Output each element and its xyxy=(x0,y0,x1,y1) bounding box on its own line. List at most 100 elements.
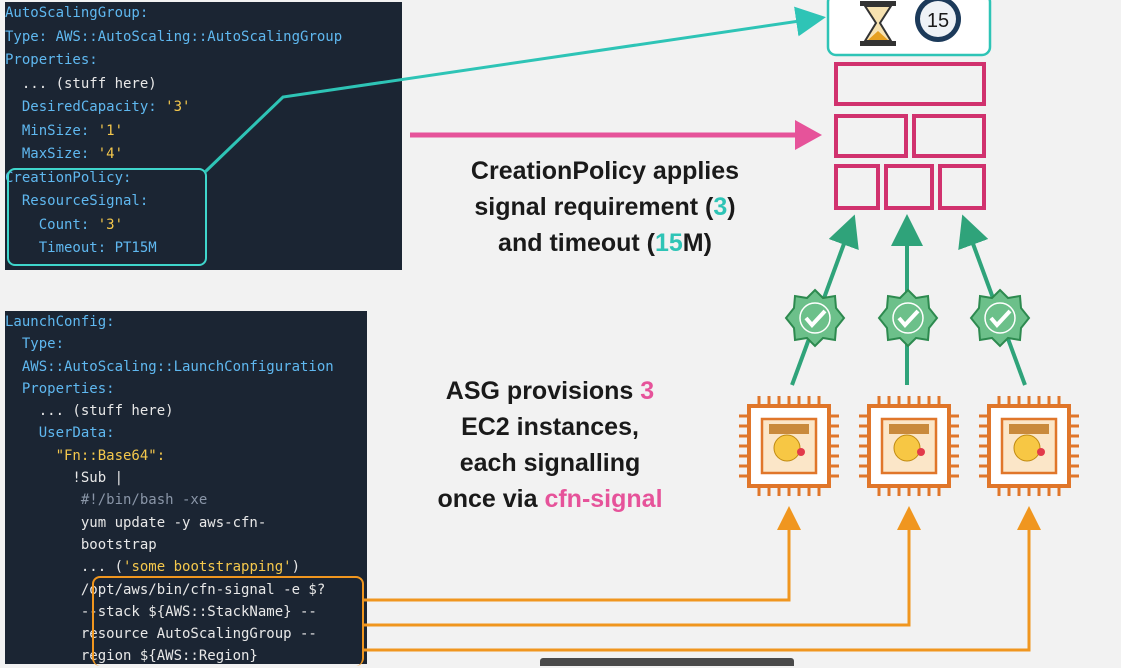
code-token: ... ( xyxy=(5,559,124,576)
code-token: AWS::AutoScaling::LaunchConfiguration xyxy=(5,358,334,375)
code-token: --stack ${AWS::StackName} -- xyxy=(5,603,317,620)
hourglass-icon xyxy=(860,1,896,46)
code-token: /opt/aws/bin/cfn-signal -e $? xyxy=(5,581,326,598)
code-token: "Fn::Base64": xyxy=(5,447,166,464)
asg-provision-caption: ASG provisions 3 EC2 instances, each sig… xyxy=(410,373,690,517)
caption1-line3-end: M) xyxy=(682,229,712,257)
code-token: resource AutoScalingGroup -- xyxy=(5,626,317,643)
code-line: LaunchConfig: xyxy=(5,311,367,333)
code-token: #!/bin/bash -xe xyxy=(5,492,208,509)
cfn-signal-highlight xyxy=(92,576,364,666)
creation-policy-highlight xyxy=(7,168,207,266)
code-line: Timeout: PT15M xyxy=(5,237,402,261)
caption1-line3: and timeout (15M) xyxy=(425,225,785,261)
code-token: Properties: xyxy=(5,52,98,68)
cfn-signal-term: cfn-signal xyxy=(544,485,663,513)
ec2-instance-icon xyxy=(859,396,959,496)
launch-config-code-block: LaunchConfig: Type: AWS::AutoScaling::La… xyxy=(5,311,367,664)
code-token: Count: xyxy=(5,216,98,233)
cfn-signal-arrow-3 xyxy=(362,506,1041,652)
caption2-line2: EC2 instances, xyxy=(461,413,639,441)
creation-policy-caption: CreationPolicy applies signal requiremen… xyxy=(425,153,785,261)
caption2-line3: each signalling xyxy=(459,449,641,477)
caption1-line1: CreationPolicy applies xyxy=(470,157,740,185)
code-token: UserData: xyxy=(5,425,115,442)
video-progress-bar[interactable] xyxy=(540,658,794,666)
code-line: "Fn::Base64": xyxy=(5,445,367,467)
code-line: MaxSize: '4' xyxy=(5,143,402,167)
code-line: /opt/aws/bin/cfn-signal -e $? xyxy=(5,579,367,601)
code-line: AWS::AutoScaling::LaunchConfiguration xyxy=(5,356,367,378)
code-line: Type: AWS::AutoScaling::AutoScalingGroup xyxy=(5,26,402,50)
code-line: ... (stuff here) xyxy=(5,73,402,97)
code-line: !Sub | xyxy=(5,467,367,489)
code-line: ... ('some bootstrapping') xyxy=(5,556,367,578)
code-line: #!/bin/bash -xe xyxy=(5,489,367,511)
code-token: bootstrap xyxy=(5,536,157,553)
instance-count-number: 3 xyxy=(640,377,655,405)
ec2-instance-icon xyxy=(739,396,839,496)
timer-label: 15 xyxy=(927,10,949,32)
code-line: CreationPolicy: xyxy=(5,167,402,191)
code-token: '1' xyxy=(97,122,124,139)
check-badge-icon xyxy=(877,288,939,348)
code-token: DesiredCapacity: xyxy=(5,99,166,115)
caption1-line3-text: and timeout ( xyxy=(498,229,655,257)
code-token: '3' xyxy=(97,216,124,233)
caption2-line4: once via cfn-signal xyxy=(410,481,690,517)
code-line: ... (stuff here) xyxy=(5,400,367,422)
code-token: MinSize: xyxy=(5,122,98,139)
cfn-signal-arrow-1 xyxy=(362,506,801,602)
code-token: ) xyxy=(291,559,301,576)
code-line: UserData: xyxy=(5,422,367,444)
caption1-line2-text: signal requirement ( xyxy=(474,193,714,221)
asg-brick-icon xyxy=(834,62,986,210)
code-line: MinSize: '1' xyxy=(5,120,402,144)
code-token: Timeout: xyxy=(5,240,115,256)
creation-policy-arrow xyxy=(203,6,826,174)
timer-box: 15 xyxy=(826,0,992,57)
code-line: yum update -y aws-cfn- xyxy=(5,512,367,534)
code-line: ResourceSignal: xyxy=(5,190,402,214)
code-line: Count: '3' xyxy=(5,214,402,238)
code-token: !Sub | xyxy=(5,470,124,487)
asg-code-block: AutoScalingGroup:Type: AWS::AutoScaling:… xyxy=(5,2,402,270)
ec2-instance-icon xyxy=(979,396,1079,496)
pink-arrowhead xyxy=(795,120,822,150)
code-token: '4' xyxy=(97,146,124,162)
caption2-line1-text: ASG provisions xyxy=(445,377,641,405)
code-token: PT15M xyxy=(114,240,157,256)
caption1-line2: signal requirement (3) xyxy=(425,189,785,225)
code-token: yum update -y aws-cfn- xyxy=(5,514,267,531)
code-line: Properties: xyxy=(5,378,367,400)
code-token: AutoScalingGroup: xyxy=(5,5,149,21)
check-badge-icon xyxy=(784,288,846,348)
clock-icon: 15 xyxy=(915,0,961,42)
code-token: Type: xyxy=(5,336,65,353)
code-token: '3' xyxy=(165,99,191,115)
code-token: Properties: xyxy=(5,380,115,397)
code-line: bootstrap xyxy=(5,534,367,556)
code-line: --stack ${AWS::StackName} -- xyxy=(5,601,367,623)
cfn-signal-arrow-2 xyxy=(362,506,921,627)
code-token: CreationPolicy: xyxy=(5,169,132,186)
timeout-number: 15 xyxy=(654,229,683,257)
caption2-line4-text: once via xyxy=(437,485,545,513)
code-token: AWS::AutoScaling::AutoScalingGroup xyxy=(55,28,343,45)
code-line: Properties: xyxy=(5,49,402,73)
caption1-line2-end: ) xyxy=(727,193,736,221)
code-line: AutoScalingGroup: xyxy=(5,2,402,26)
code-token: Type: xyxy=(5,28,56,45)
code-token: 'some bootstrapping' xyxy=(123,559,292,576)
code-token: ... (stuff here) xyxy=(5,403,174,420)
code-token: ResourceSignal: xyxy=(5,193,149,209)
code-line: DesiredCapacity: '3' xyxy=(5,96,402,120)
caption2-line1: ASG provisions 3 xyxy=(410,373,690,409)
check-badge-icon xyxy=(969,288,1031,348)
code-line: Type: xyxy=(5,333,367,355)
code-token: MaxSize: xyxy=(5,146,98,162)
code-line: resource AutoScalingGroup -- xyxy=(5,623,367,645)
code-token: ... (stuff here) xyxy=(5,75,157,92)
signal-count-number: 3 xyxy=(713,193,728,221)
